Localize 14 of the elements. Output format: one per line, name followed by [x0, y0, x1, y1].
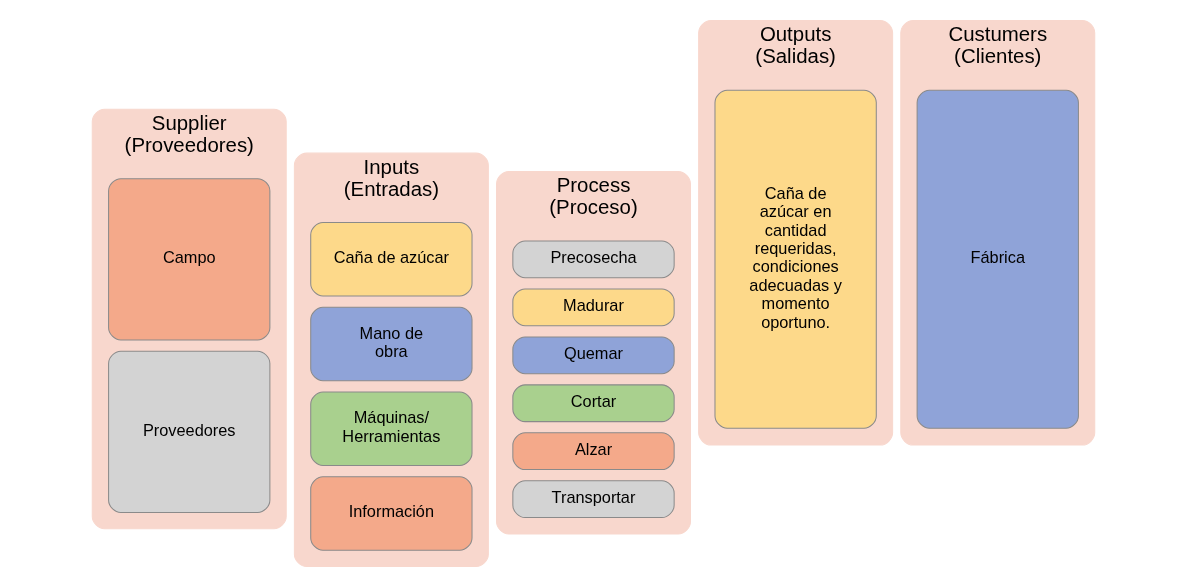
node-box: Transportar: [511, 480, 675, 519]
node-box: Cortar: [511, 384, 675, 423]
node-box: Mano de obra: [309, 306, 473, 382]
node-box: Máquinas/ Herramientas: [309, 391, 473, 467]
node-box: Precosecha: [511, 240, 675, 279]
node-box: Caña de azúcar en cantidad requeridas, condiciones adecuadas y momento oportuno.: [713, 89, 877, 429]
node-box: Campo: [107, 178, 270, 341]
node-box: Fábrica: [916, 89, 1079, 429]
node-box: Proveedores: [107, 350, 270, 513]
node-box: Quemar: [511, 336, 675, 375]
node-box: Caña de azúcar: [309, 222, 473, 297]
node-box: Alzar: [511, 432, 675, 471]
node-box: Madurar: [511, 288, 675, 327]
node-box: Información: [309, 476, 473, 551]
